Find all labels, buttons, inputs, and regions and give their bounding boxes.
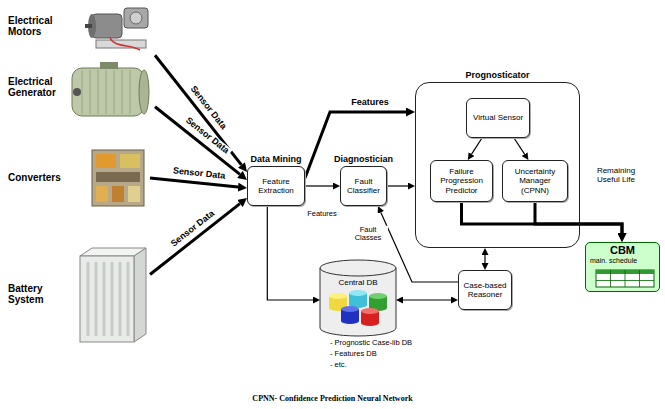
edge-label: Sensor Data — [171, 166, 228, 182]
edge-label: Sensor Data — [168, 208, 219, 251]
node-text: Failure Progression Predictor — [434, 167, 489, 195]
process-box: Virtual Sensor — [466, 98, 530, 138]
connector — [472, 138, 482, 154]
generator-picture-part — [139, 70, 149, 114]
connector — [155, 55, 241, 165]
generator-picture-part — [100, 62, 118, 69]
list-item: - Features DB — [330, 349, 377, 358]
caption: CPNN- Confidence Prediction Neural Netwo… — [0, 394, 665, 403]
database-cylinder: Central DB — [320, 260, 396, 336]
node-text: Central DB — [320, 278, 396, 287]
sensor-source: Electrical Motors — [5, 3, 155, 58]
connector — [267, 206, 313, 300]
node-text: Battery System — [8, 283, 66, 305]
schedule-table-part — [596, 270, 654, 287]
connector — [387, 185, 408, 186]
schedule-table — [596, 270, 654, 287]
edge-label: Features — [349, 98, 391, 108]
motor-picture — [85, 8, 148, 50]
edge-label: Fault Classes — [348, 226, 388, 243]
database-fill — [320, 260, 396, 336]
list-item: - etc. — [330, 360, 347, 369]
converter-picture-part — [96, 186, 108, 202]
motor-picture-part — [130, 12, 142, 24]
converter-picture-part — [96, 154, 116, 168]
sensor-source: Battery System — [5, 243, 150, 348]
node-text: Fault Classifier — [344, 177, 383, 195]
database-disks — [329, 290, 387, 326]
connector — [462, 202, 623, 233]
motor-picture-part — [96, 40, 146, 48]
connector — [484, 255, 485, 263]
node-text: main. schedule — [586, 257, 659, 265]
connector — [155, 107, 240, 175]
node-text: Converters — [8, 172, 83, 183]
process-box: Failure Progression Predictor — [430, 160, 493, 202]
edge-label: Remaining Useful Life — [585, 167, 647, 185]
schedule-fill — [585, 242, 660, 292]
battery-picture — [80, 248, 146, 342]
sensor-source: Electrical Generator — [5, 58, 155, 123]
connector — [305, 185, 333, 186]
process-box: Uncertainty Manager (CPNN) — [502, 160, 568, 202]
converter-picture-part — [96, 172, 140, 182]
generator-picture-part — [82, 70, 130, 114]
converter-picture-part — [92, 150, 144, 206]
converter-picture-part — [112, 186, 124, 202]
converter-picture — [92, 150, 144, 206]
generator-picture — [72, 62, 149, 116]
cylinder-outline — [320, 260, 396, 336]
node-text: Electrical Generator — [8, 76, 66, 98]
database-disks-part — [361, 320, 379, 326]
motor-picture-part — [124, 8, 148, 28]
process-box: Data MiningFeature Extraction — [247, 166, 305, 206]
database-disks-part — [341, 306, 359, 312]
database-disks-part — [369, 293, 387, 299]
converter-picture-part — [120, 154, 140, 168]
motor-picture-part — [85, 24, 92, 28]
database-disks-part — [349, 290, 367, 296]
node-text: Diagnostician — [334, 154, 393, 164]
list-item: - Prognostic Case-lib DB — [330, 338, 412, 347]
node-text: Electrical Motors — [8, 15, 66, 37]
node-text: Data Mining — [251, 154, 302, 164]
database-fill-part — [320, 260, 396, 336]
edge-label: Features — [305, 210, 339, 218]
generator-picture-part — [73, 88, 81, 96]
database-disks-part — [361, 308, 379, 314]
battery-picture-part — [80, 256, 134, 342]
node-text: Feature Extraction — [251, 177, 301, 195]
cylinder-rim — [320, 268, 396, 276]
node-text: Prognosticator — [465, 70, 529, 80]
converter-picture-part — [128, 186, 140, 202]
process-box: Case-based Reasoner — [458, 270, 512, 310]
sensor-source: Converters — [5, 143, 150, 213]
node-text: Uncertainty Manager (CPNN) — [506, 167, 564, 195]
connector — [535, 202, 622, 233]
schedule-box: CBMmain. schedule — [585, 242, 660, 292]
database-disks-part — [329, 293, 347, 299]
database-disks-part — [341, 318, 359, 324]
schedule-fill-part — [585, 242, 660, 292]
connector — [514, 138, 525, 154]
generator-picture-part — [72, 68, 144, 116]
node-text: Case-based Reasoner — [462, 281, 508, 299]
cylinder-outline — [320, 260, 396, 336]
motor-picture-part — [110, 38, 140, 50]
schedule-table-part — [596, 270, 654, 287]
connector — [403, 299, 451, 300]
connector — [150, 204, 240, 275]
motor-picture-part — [92, 14, 122, 38]
process-box: DiagnosticianFault Classifier — [340, 166, 387, 206]
battery-picture-part — [134, 248, 146, 342]
node-text: Virtual Sensor — [470, 113, 526, 122]
node-text: CBM — [586, 244, 659, 257]
module-group: PrognosticatorVirtual SensorFailure Prog… — [415, 82, 580, 248]
battery-picture-part — [88, 262, 128, 336]
